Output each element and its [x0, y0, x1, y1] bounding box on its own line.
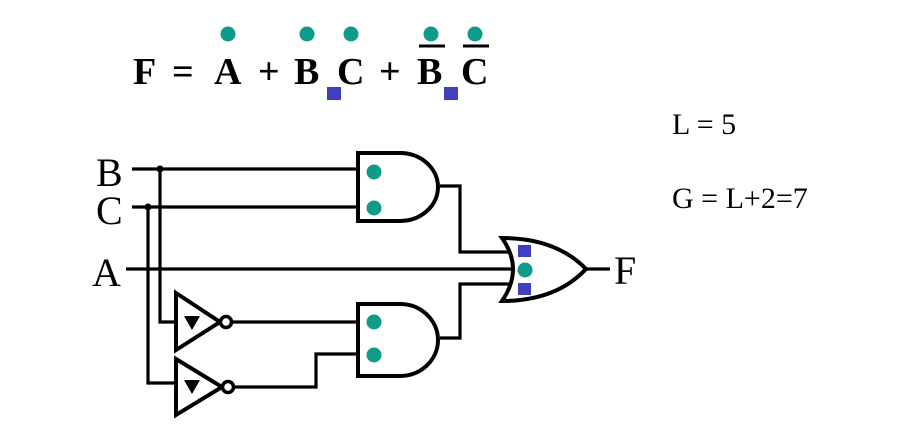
marker-dot-a — [220, 26, 236, 42]
and-gate-2 — [356, 302, 440, 378]
wire-c-tap — [146, 207, 176, 385]
inverter-2-bubble — [220, 379, 236, 395]
inverter-2-marker-icon — [184, 380, 200, 394]
metric-g: G = L+2=7 — [672, 182, 808, 215]
inverter-1-body — [174, 289, 224, 354]
wire-and1-out — [440, 184, 513, 254]
equation-term-c-bar: C — [461, 51, 488, 93]
or-gate — [498, 235, 589, 304]
or-input-square-1 — [518, 245, 531, 257]
equation-plus-1: + — [258, 51, 280, 93]
inverter-2-body — [174, 355, 226, 419]
equation-term-a: A — [214, 51, 242, 93]
marker-dot-c-bar — [467, 26, 483, 42]
marker-square-1 — [327, 87, 341, 100]
metric-l: L = 5 — [672, 108, 736, 141]
or-input-square-2 — [518, 283, 531, 295]
and2-input-dot-2 — [366, 347, 382, 363]
output-label-f: F — [614, 248, 636, 293]
and2-input-dot-1 — [366, 314, 382, 330]
equation-lhs: F — [133, 51, 156, 93]
or-input-dot — [517, 262, 533, 278]
junction-b — [156, 165, 164, 173]
equation-term-b: B — [294, 51, 319, 93]
input-label-c: C — [96, 188, 123, 233]
and1-input-dot-2 — [366, 200, 382, 216]
marker-square-2 — [444, 87, 458, 100]
inverter-1-marker-icon — [184, 316, 200, 330]
and1-input-dot-1 — [366, 164, 382, 180]
equation-plus-2: + — [379, 51, 401, 93]
marker-dot-b-bar — [423, 26, 439, 42]
equation-term-b-bar: B — [417, 51, 442, 93]
input-label-a: A — [92, 250, 121, 295]
wire-not-c — [234, 352, 360, 389]
boolean-equation: F = A + B C + B C — [133, 26, 489, 100]
wires — [126, 167, 610, 389]
equation-term-c: C — [337, 51, 364, 93]
marker-dot-c — [343, 26, 359, 42]
input-label-b: B — [96, 150, 123, 195]
junction-c — [144, 203, 152, 211]
equation-equals: = — [172, 51, 194, 93]
marker-dot-b — [299, 26, 315, 42]
inverter-2 — [174, 355, 236, 419]
wire-b-tap — [158, 169, 176, 324]
wire-and2-out — [440, 282, 513, 340]
inverter-1-bubble — [218, 314, 234, 330]
inverter-1 — [174, 289, 234, 354]
